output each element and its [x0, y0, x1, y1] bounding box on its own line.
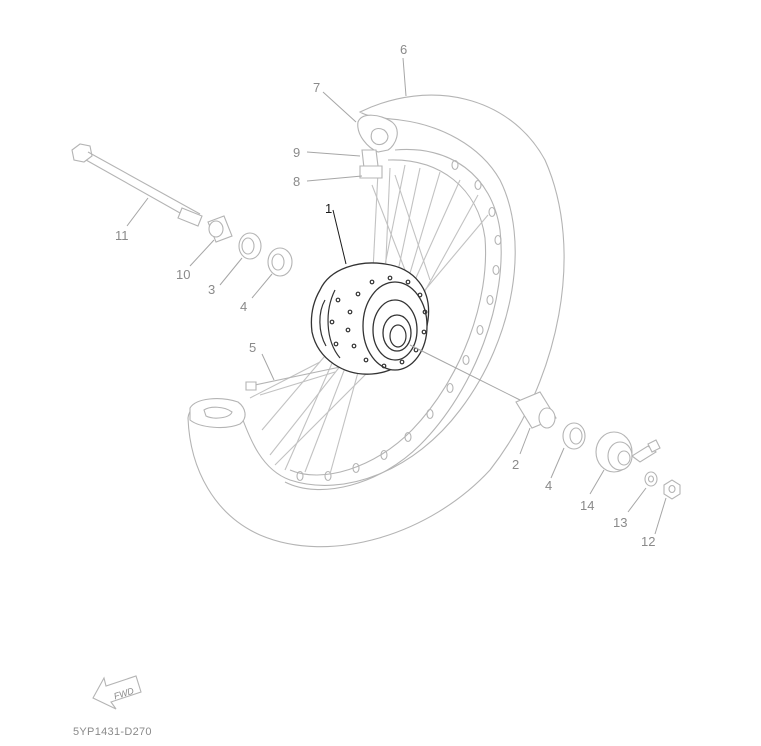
spacer-10: [207, 215, 233, 243]
callout-4-left: 4: [240, 299, 247, 314]
bearing-4-right: [562, 422, 586, 450]
single-spoke: [245, 365, 346, 391]
axle: [71, 143, 203, 227]
callout-13: 13: [613, 515, 627, 530]
oil-seal-3: [238, 232, 262, 260]
callout-6: 6: [400, 42, 407, 57]
callout-4-right: 4: [545, 478, 552, 493]
spacer-2: [515, 391, 557, 429]
diagram-code: 5YP1431-D270: [73, 726, 152, 738]
callout-12: 12: [641, 534, 655, 549]
callout-7: 7: [313, 80, 320, 95]
callout-5: 5: [249, 340, 256, 355]
washer-13: [644, 471, 658, 487]
callout-1: 1: [325, 201, 332, 216]
callout-14: 14: [580, 498, 594, 513]
axle-centerline: [409, 344, 521, 401]
rim-spoke-holes: [296, 159, 502, 482]
nut-12: [663, 479, 681, 500]
hub: [310, 262, 430, 375]
callout-10: 10: [176, 267, 190, 282]
callout-11: 11: [115, 228, 129, 243]
callouts: 6 7 9 8 1 11 10 3 4 5 2 4 14 13 12: [115, 42, 655, 549]
hub-spoke-holes: [329, 275, 428, 369]
tube-valve: [189, 114, 398, 429]
callout-9: 9: [293, 145, 300, 160]
leader-lines: [126, 57, 667, 535]
callout-8: 8: [293, 174, 300, 189]
callout-2: 2: [512, 457, 519, 472]
callout-3: 3: [208, 282, 215, 297]
fwd-arrow-icon: FWD: [92, 675, 142, 710]
rim: [284, 148, 502, 491]
meter-gear-14: [595, 431, 661, 473]
bearing-4-left: [267, 247, 293, 277]
